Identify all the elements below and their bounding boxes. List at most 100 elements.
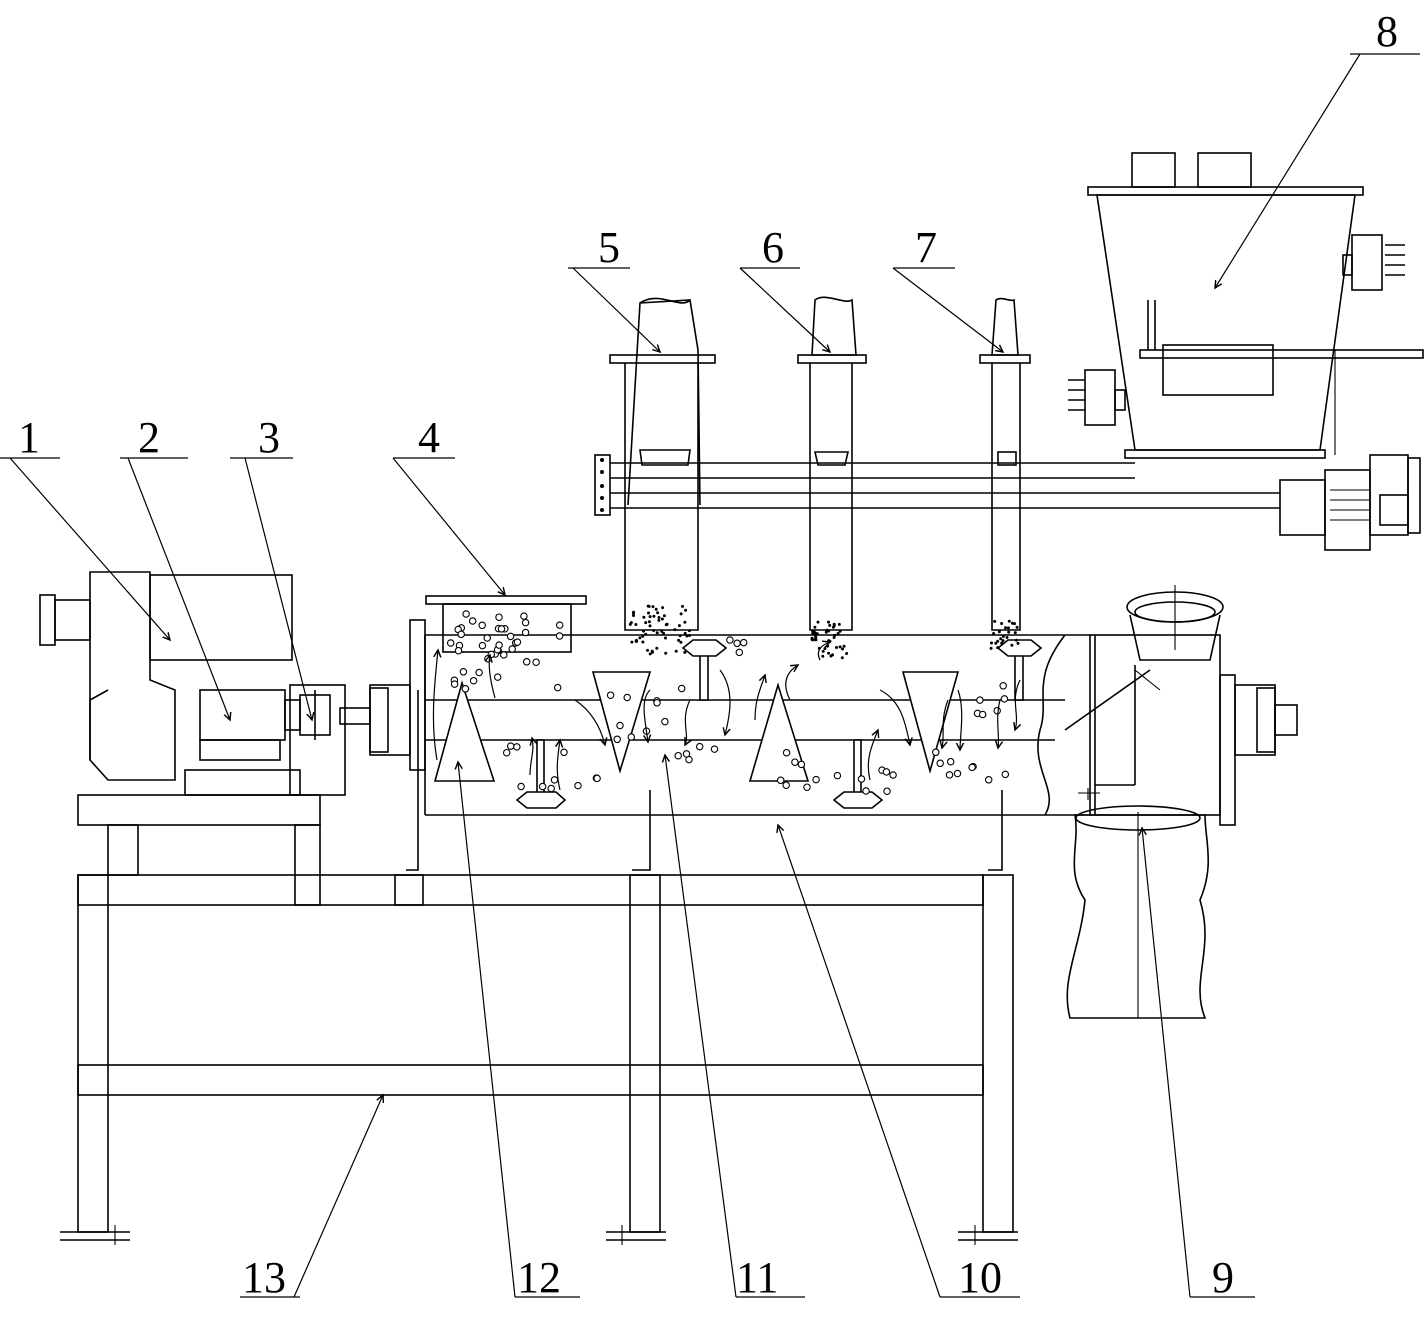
droplet	[664, 651, 668, 655]
particle	[495, 613, 503, 621]
particle	[450, 680, 459, 688]
particle	[593, 774, 601, 783]
droplet	[651, 605, 655, 609]
particle	[661, 717, 669, 726]
reducer	[199, 689, 301, 741]
motor	[39, 571, 301, 796]
droplet	[679, 640, 683, 644]
particle	[993, 706, 1001, 715]
particle	[782, 748, 791, 757]
particle	[726, 636, 734, 644]
particle	[797, 760, 806, 769]
particle	[454, 646, 463, 655]
droplet	[662, 614, 666, 618]
particle	[502, 748, 511, 757]
particle	[945, 771, 954, 779]
droplet	[641, 640, 645, 644]
droplet	[630, 640, 634, 644]
liquid-tank	[1068, 152, 1405, 459]
droplet	[677, 624, 681, 628]
droplet	[665, 622, 669, 626]
droplet	[842, 644, 846, 648]
label-2: 2	[138, 413, 160, 462]
droplet	[1001, 634, 1005, 638]
particle	[468, 617, 477, 625]
label-8: 8	[1376, 7, 1398, 56]
particle	[613, 735, 621, 744]
particle	[776, 776, 785, 785]
particle	[953, 769, 962, 778]
droplet	[652, 614, 656, 618]
droplet	[646, 648, 649, 652]
droplet	[841, 647, 844, 651]
spray-nozzle-7	[979, 297, 1031, 631]
droplet	[678, 634, 682, 638]
droplet	[1013, 631, 1017, 635]
particle	[560, 748, 568, 757]
particle	[475, 668, 483, 677]
callout-labels: 1 2 3 4 5 6 7 8 9 10 11 12 13	[18, 7, 1398, 1302]
droplet	[832, 636, 836, 639]
particle	[459, 668, 468, 676]
particle	[522, 658, 531, 666]
droplet	[661, 606, 665, 610]
particle	[547, 784, 555, 793]
particle	[857, 775, 866, 783]
droplet	[641, 634, 645, 638]
particle	[976, 696, 984, 704]
particle	[999, 682, 1007, 690]
particle	[803, 783, 811, 791]
spray-nozzle-6	[797, 296, 867, 631]
droplet	[1006, 626, 1010, 630]
droplet	[652, 629, 656, 632]
droplet	[638, 636, 642, 640]
droplet	[836, 632, 840, 635]
particle	[682, 750, 691, 758]
droplet	[685, 634, 689, 638]
particle	[506, 742, 515, 750]
particle	[984, 776, 993, 784]
particle	[574, 781, 582, 790]
particle	[882, 768, 891, 776]
particle	[538, 782, 547, 791]
droplet	[688, 634, 691, 637]
droplet	[994, 641, 998, 645]
droplet	[634, 623, 638, 626]
particle	[495, 641, 503, 649]
droplet	[835, 646, 838, 649]
droplet	[687, 629, 691, 633]
particle	[812, 775, 820, 784]
particle	[695, 742, 704, 751]
particle	[968, 763, 976, 772]
droplet	[644, 621, 648, 625]
particle	[550, 776, 559, 784]
particle	[478, 641, 487, 650]
droplet	[1013, 622, 1016, 626]
droplet	[1007, 630, 1011, 634]
material-particles	[446, 610, 1010, 795]
droplet	[837, 622, 841, 626]
droplet	[644, 632, 648, 636]
particle	[616, 721, 624, 730]
droplet	[829, 654, 833, 658]
label-7: 7	[915, 223, 937, 272]
droplet	[674, 649, 678, 653]
label-1: 1	[18, 413, 40, 462]
droplet	[657, 616, 661, 619]
droplet	[821, 649, 825, 653]
droplet	[1004, 626, 1007, 630]
droplet	[828, 623, 832, 627]
spray-droplets	[628, 604, 1020, 660]
droplet	[816, 620, 820, 624]
droplet	[831, 625, 835, 629]
label-5: 5	[598, 223, 620, 272]
particle	[457, 630, 465, 639]
droplet	[996, 639, 1000, 643]
droplet	[664, 636, 667, 640]
droplet	[832, 622, 836, 626]
particle	[936, 759, 944, 768]
particle	[782, 781, 790, 789]
droplet	[629, 621, 633, 625]
droplet	[656, 611, 660, 615]
